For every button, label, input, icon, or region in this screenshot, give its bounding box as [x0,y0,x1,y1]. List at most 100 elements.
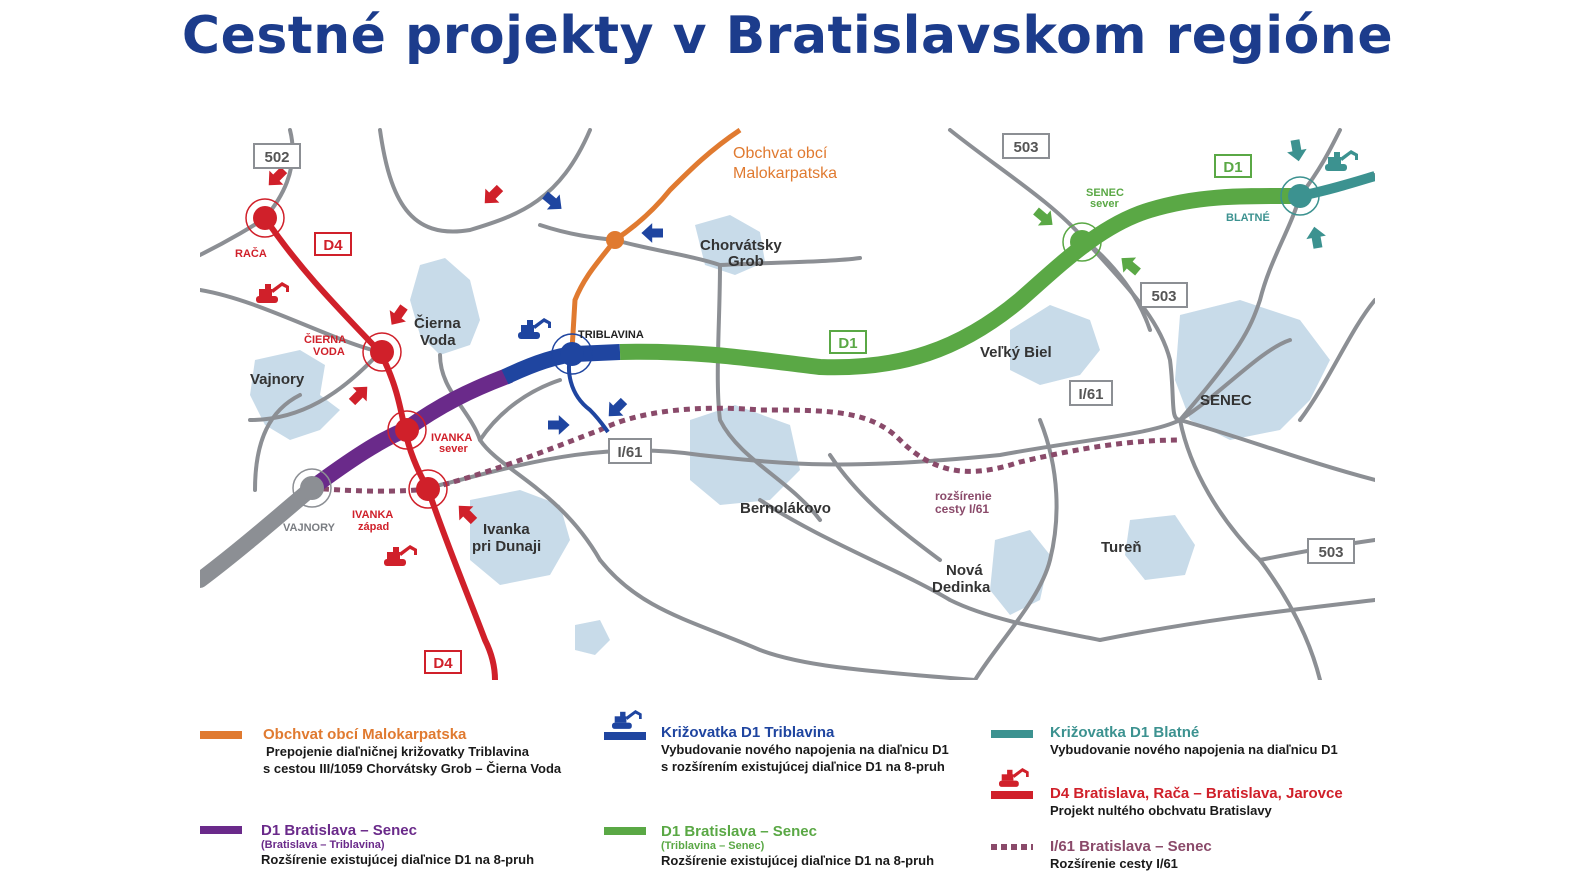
arrow-icon [1304,225,1328,250]
svg-text:D4: D4 [433,655,453,672]
excavator-icon [999,768,1029,787]
urban-senec [1175,300,1330,440]
junction-ivanka-sever [387,410,427,450]
arrow-icon [601,393,632,424]
node-blatne: BLATNÉ [1226,211,1270,224]
legend-desc: s cestou III/1059 Chorvátsky Grob – Čier… [263,761,562,776]
node-triblavina: TRIBLAVINA [578,329,644,341]
junction-cierna-voda [362,332,402,372]
urban-nova-dedinka [990,530,1050,615]
legend-title: Križovatka D1 Blatné [1050,724,1200,741]
junction-blatne [1280,176,1320,216]
legend-desc: s rozšírením existujúcej diaľnice D1 na … [661,759,945,774]
shield-503-top: 503 [1002,133,1050,159]
svg-text:západ: západ [358,521,389,533]
junction-vajnory [292,468,332,508]
shield-d1-mid: D1 [829,330,867,354]
place-labels: Vajnory Čierna Voda Chorvátsky Grob Veľk… [250,237,1252,596]
svg-text:503: 503 [1013,139,1038,156]
shield-d4-top: D4 [314,232,352,256]
legend-title: D1 Bratislava – Senec [661,823,817,840]
route-malokarpatska [569,128,742,351]
legend-title: Obchvat obcí Malokarpatska [263,726,467,743]
junction-ivanka-zapad [408,469,448,509]
legend-title: I/61 Bratislava – Senec [1050,838,1212,855]
shield-d4-bottom: D4 [424,650,462,674]
route-d1-green [619,187,1301,376]
excavator-icon [256,282,289,303]
legend-desc: Projekt nultého obchvatu Bratislavy [1050,803,1272,818]
urban-ivanka [470,490,570,585]
node-ivanka-sever: IVANKA [431,432,472,444]
urban-areas [250,215,1330,655]
legend-item-triblavina: Križovatka D1 Triblavina Vybudovanie nov… [661,724,949,775]
map-annotations: Obchvat obcí Malokarpatska rozšírenie ce… [733,145,992,516]
urban-bernolakovo [690,405,800,505]
shield-502: 502 [253,143,301,169]
svg-text:Dedinka: Dedinka [932,579,991,596]
legend-desc: Prepojenie diaľničnej križovatky Triblav… [266,744,529,759]
junctions [245,176,1320,509]
legend-desc: Rozšírenie cesty I/61 [1050,856,1178,871]
place-nova-dedinka: Nová [946,562,983,579]
svg-text:sever: sever [1090,198,1119,210]
svg-text:502: 502 [264,149,289,166]
shield-d1-top: D1 [1214,154,1252,178]
legend-subtitle: (Triblavina – Senec) [661,840,765,852]
gray-roads [200,128,1375,680]
legend-desc: Rozšírenie existujúcej diaľnice D1 na 8-… [261,852,535,867]
route-d4 [262,216,498,680]
arrow-icon [477,180,508,211]
svg-text:503: 503 [1318,544,1343,561]
legend-swatch-teal [991,730,1033,738]
node-raca: RAČA [235,247,267,260]
legend-swatch-purple [200,826,242,834]
urban-vajnory [250,350,340,440]
svg-text:VODA: VODA [313,346,345,358]
excavator-icon [612,710,642,729]
svg-text:D1: D1 [838,335,857,352]
place-ivanka: Ivanka [483,521,530,538]
place-senec: SENEC [1200,392,1252,409]
arrow-icon [383,301,413,331]
svg-text:cesty I/61: cesty I/61 [935,502,989,516]
svg-text:Voda: Voda [420,332,456,349]
legend-swatch-orange [200,731,242,739]
svg-text:I/61: I/61 [617,444,642,461]
arrow-icon [538,187,568,217]
urban-cierna-voda [410,258,480,355]
legend-swatch-blue [604,710,646,740]
shield-503-right: 503 [1307,538,1355,564]
junction-triblavina [551,333,593,375]
legend-swatch-dotted [991,844,1033,850]
svg-text:Malokarpatska: Malokarpatska [733,165,837,182]
highway-sw [200,480,320,588]
legend-title: D4 Bratislava, Rača – Bratislava, Jarovc… [1050,785,1343,802]
svg-text:503: 503 [1151,288,1176,305]
legend-desc: Vybudovanie nového napojenia na diaľnicu… [1050,742,1338,757]
excavator-icon [518,318,551,339]
excavator-icon [384,545,417,566]
legend-item-d1-green: D1 Bratislava – Senec (Triblavina – Sene… [661,823,934,869]
legend-desc: Vybudovanie nového napojenia na diaľnicu… [661,742,949,757]
shield-i61-b: I/61 [1069,380,1113,406]
annotation-rozsirenie: rozšírenie [935,489,992,503]
node-ivanka-zapad: IVANKA [352,509,393,521]
junction-senec-sever [1062,222,1102,262]
svg-text:D1: D1 [1223,159,1242,176]
place-bernolakovo: Bernolákovo [740,500,831,517]
svg-text:I/61: I/61 [1078,386,1103,403]
svg-text:Grob: Grob [728,253,764,270]
svg-text:D4: D4 [323,237,343,254]
arrow-icon [1285,138,1309,163]
arrow-icon [641,223,663,243]
legend-item-blatne: Križovatka D1 Blatné Vybudovanie nového … [1050,724,1338,758]
shield-i61-a: I/61 [608,438,652,464]
place-cierna-voda: Čierna [414,314,461,332]
legend-desc: Rozšírenie existujúcej diaľnice D1 na 8-… [661,853,935,868]
urban-turen [1125,515,1195,580]
page-title: Cestné projekty v Bratislavskom regióne [181,6,1394,66]
legend-swatch-green [604,827,646,835]
shield-503-mid: 503 [1140,282,1188,308]
